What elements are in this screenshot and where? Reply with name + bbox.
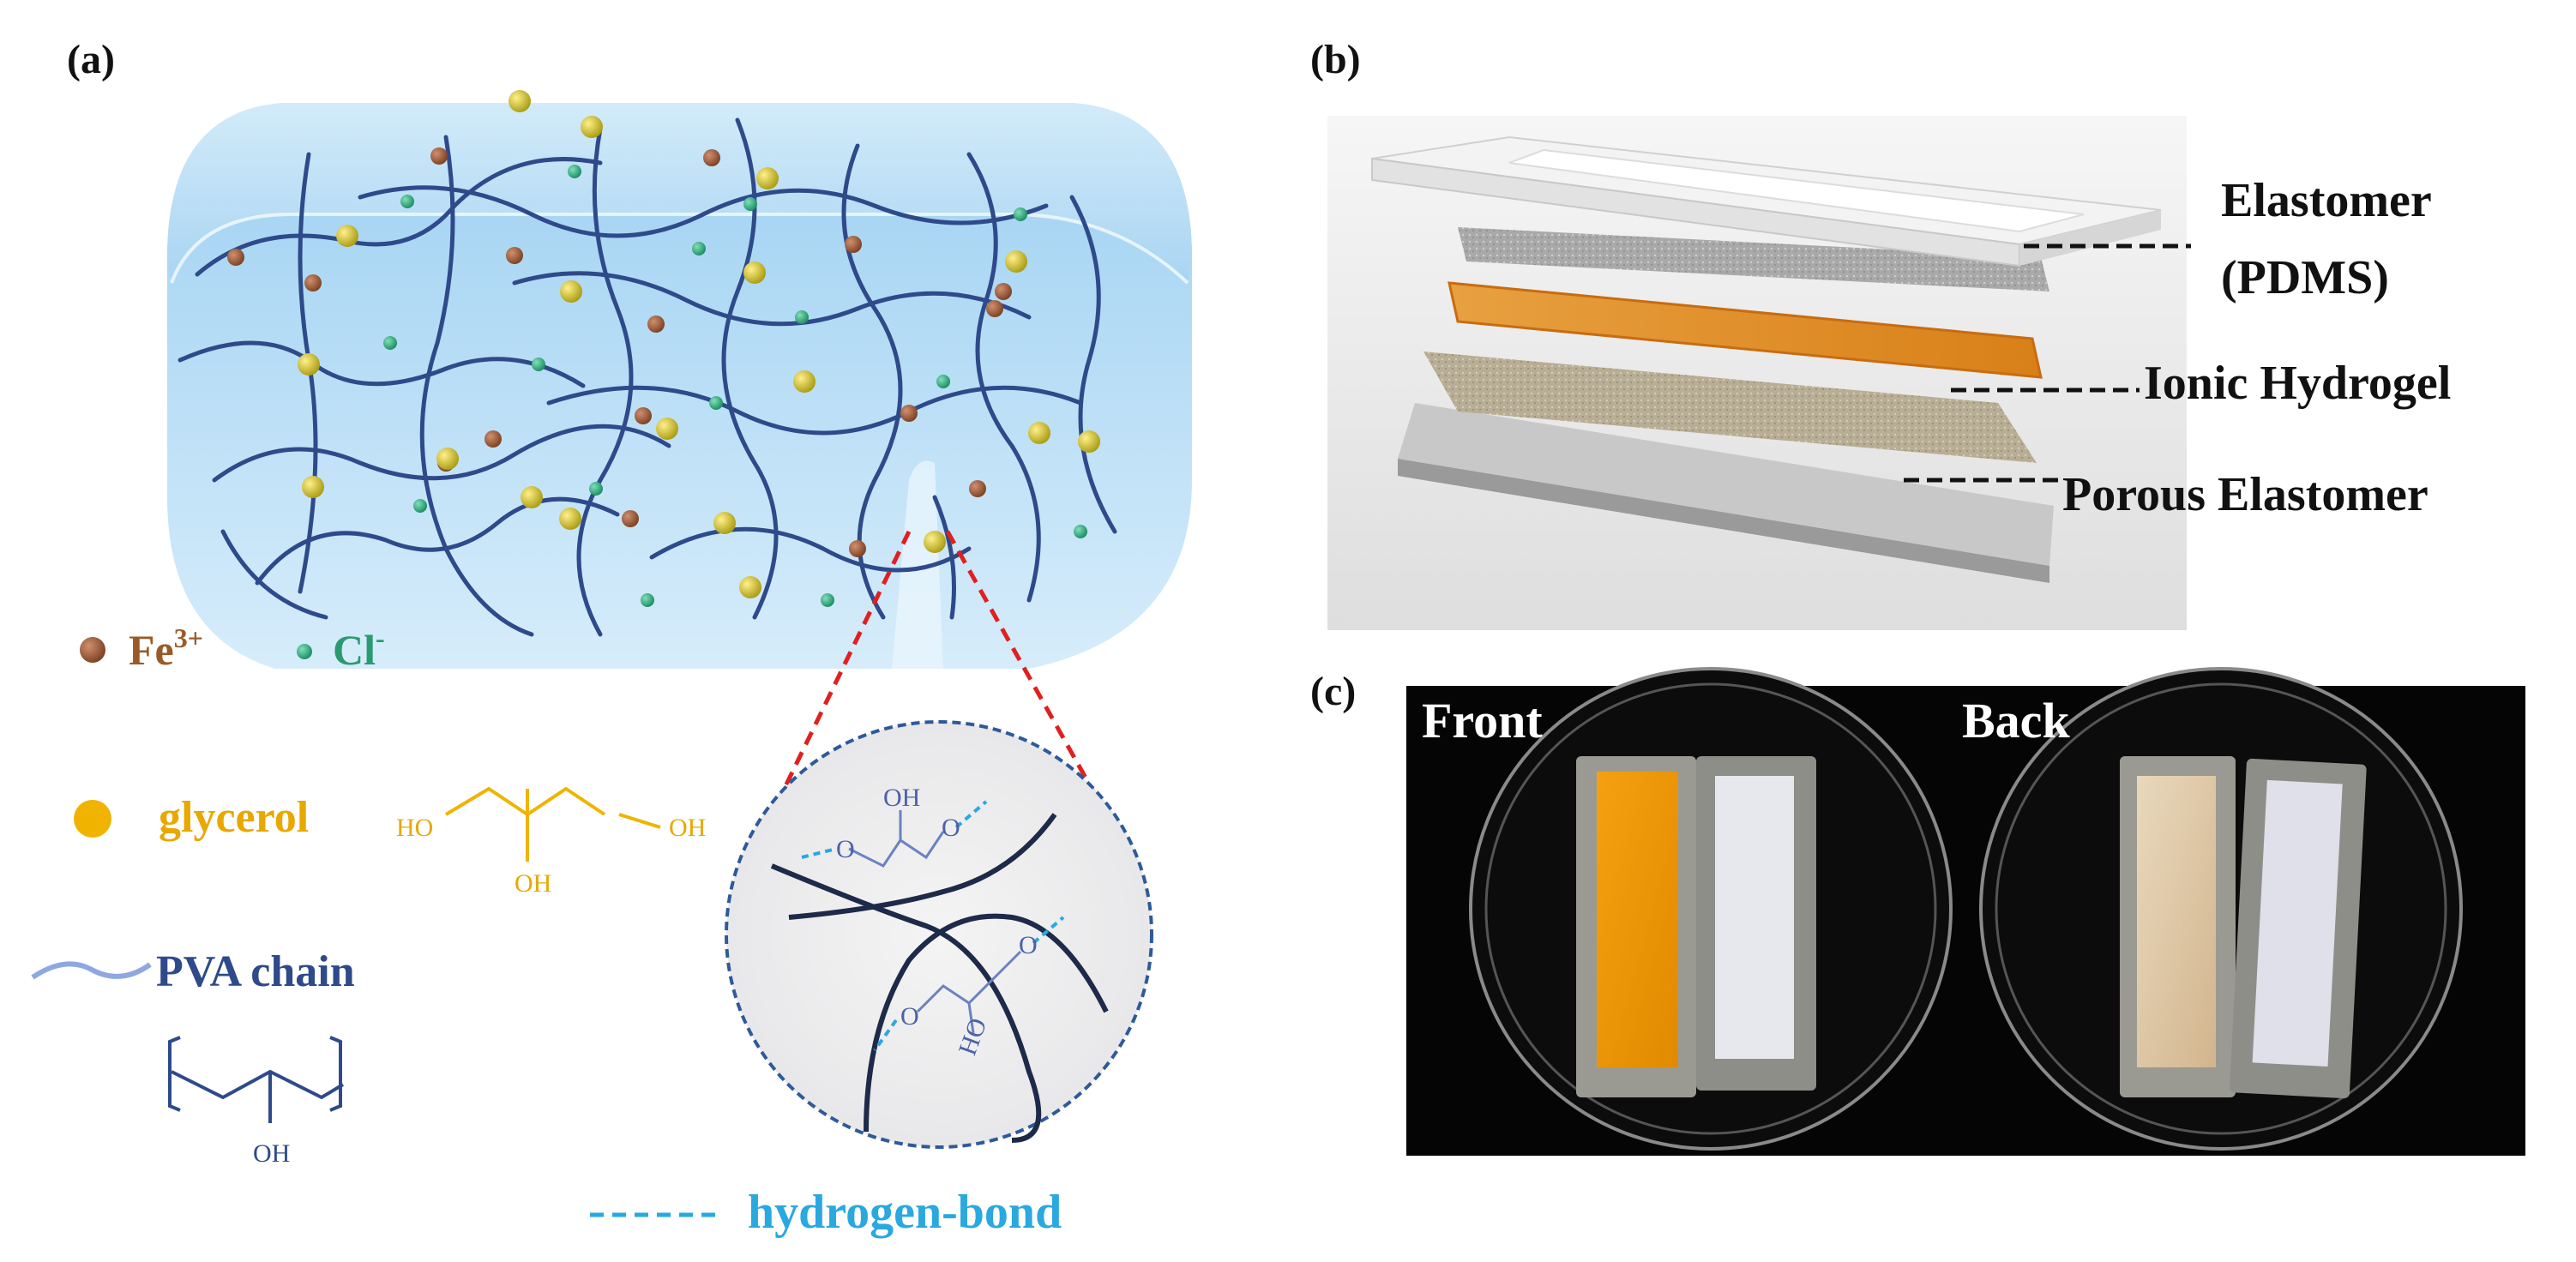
zoom-circle: OH O O HO O O: [725, 720, 1153, 1149]
pva-chain-icon: [31, 961, 152, 980]
panel-c-label: (c): [1310, 669, 1356, 714]
glycerol-nodes: [298, 90, 1100, 598]
panel-c: (c) Front Back: [1310, 667, 2525, 1156]
zoom-o-right: O: [942, 814, 960, 842]
layer-label-elastomer: Elastomer: [2221, 174, 2432, 227]
zoom-o-left: O: [836, 835, 855, 863]
zoom-lines: [769, 530, 1109, 816]
leader-lines: [1904, 243, 2191, 483]
glycerol-structure-zoom-bottom: [916, 950, 1022, 1034]
porous-layer-top: [1458, 227, 2049, 291]
panel-b-label: (b): [1310, 37, 1361, 82]
petri-dish-back: [1979, 667, 2463, 1151]
layer-label-porous-elastomer: Porous Elastomer: [2062, 468, 2429, 521]
pva-legend-label: PVA chain: [156, 947, 355, 996]
layer-label-ionic-hydrogel: Ionic Hydrogel: [2144, 357, 2451, 410]
glycerol-structure-icon: [444, 786, 606, 862]
pva-structure-icon: [168, 1036, 345, 1123]
fe-ions: [227, 147, 1012, 557]
fe-legend-icon: [80, 637, 105, 663]
glycerol-oh-middle: OH: [515, 869, 551, 898]
pdms-frame: [1371, 135, 2162, 267]
ionic-hydrogel-layer: [1447, 281, 2043, 379]
pva-oh: OH: [253, 1139, 290, 1168]
hydrogel-block: [167, 103, 1192, 669]
cl-legend-label: Cl-: [333, 622, 385, 674]
zoom-o-bottom-left: O: [900, 1002, 919, 1031]
zoom-o-bottom-right: O: [1019, 931, 1038, 959]
glycerol-ho-left: HO: [396, 814, 433, 842]
glycerol-legend-label: glycerol: [159, 793, 309, 842]
photo-caption-front: Front: [1422, 693, 1543, 748]
base-layer: [1398, 403, 2054, 566]
porous-elastomer-layer: [1423, 352, 2037, 463]
petri-dish-front: [1469, 667, 1953, 1151]
panel-b: (b) Elastomer (PDMS) Ionic Hydrogel Poro…: [1310, 37, 2451, 630]
panel-a-label: (a): [67, 37, 115, 82]
photo-caption-back: Back: [1962, 693, 2070, 748]
fe-legend-label: Fe3+: [129, 622, 203, 674]
zoom-oh-top: OH: [883, 784, 920, 812]
glycerol-oh-right: OH: [669, 814, 706, 842]
hbond-lines-zoom: [801, 800, 1065, 1052]
layer-label-pdms: (PDMS): [2221, 251, 2389, 304]
panel-a: (a): [31, 37, 1192, 1239]
cl-ions: [383, 165, 1087, 607]
glycerol-legend-icon: [74, 800, 111, 838]
legend: Fe3+ Cl- glycerol HO OH OH PVA chain OH: [31, 622, 1062, 1239]
cl-legend-icon: [297, 644, 312, 659]
hbond-legend-label: hydrogen-bond: [748, 1186, 1062, 1239]
glycerol-structure-zoom-top: [848, 810, 945, 868]
